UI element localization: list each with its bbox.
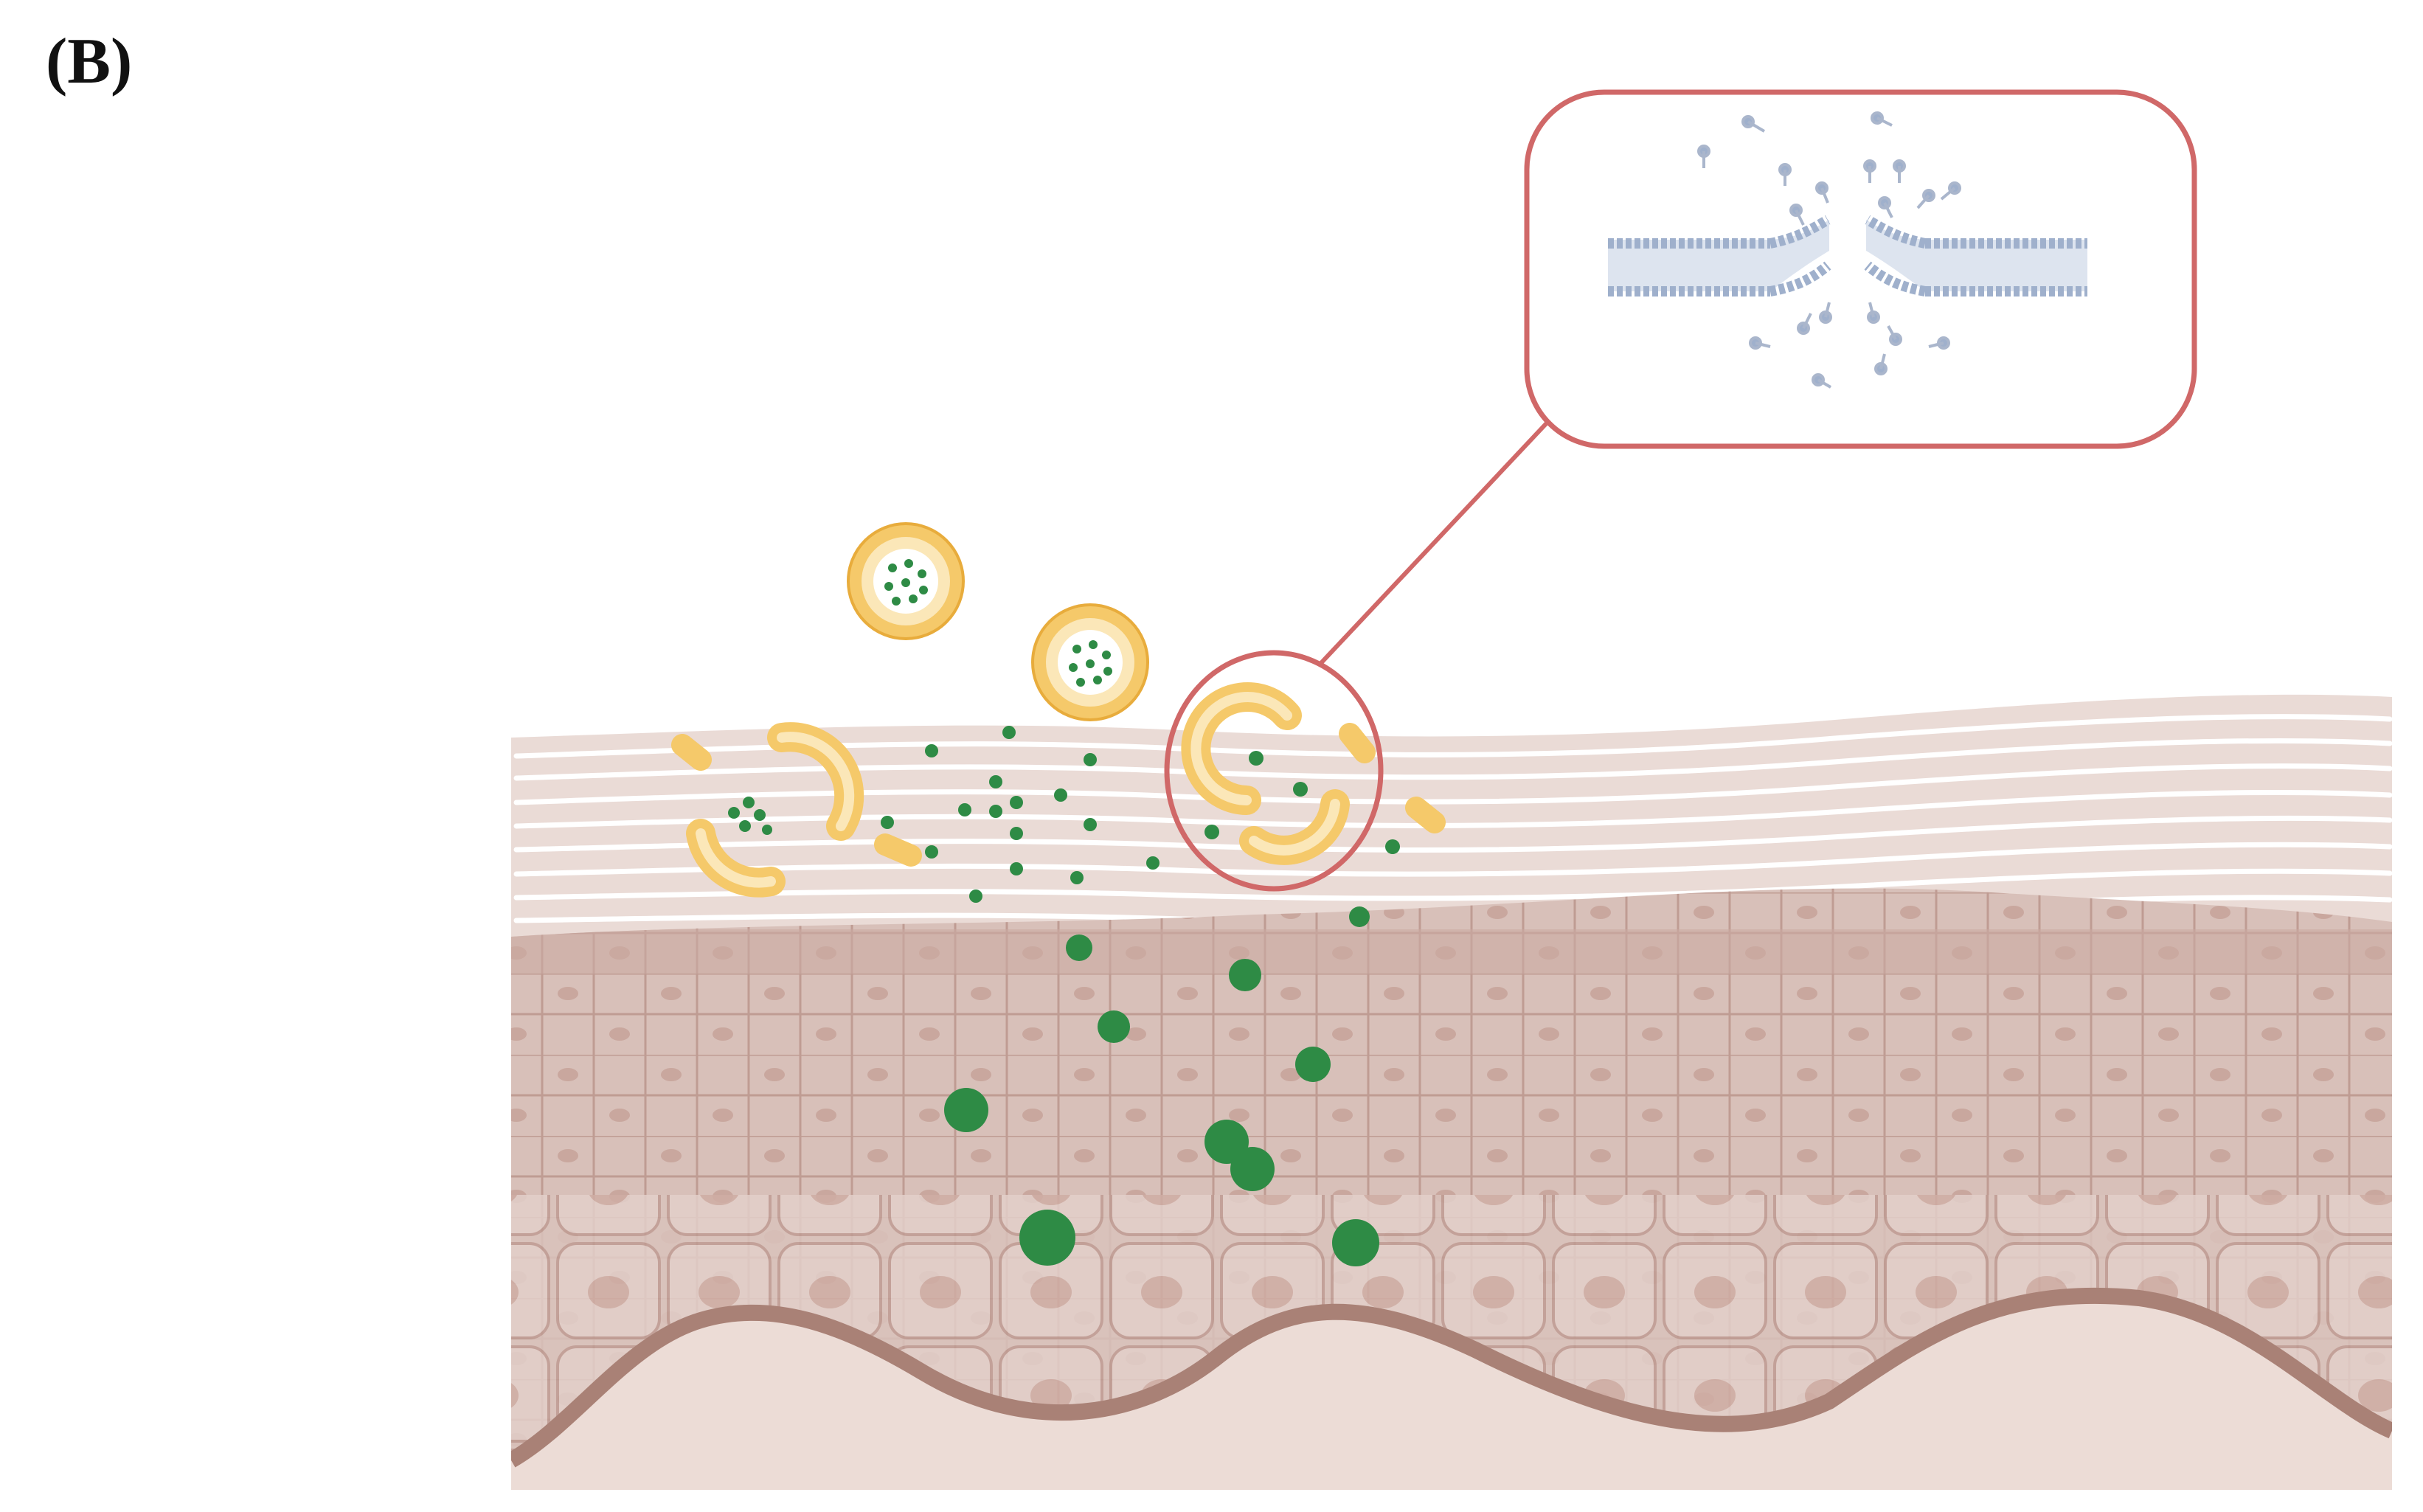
- callout-connector: [1318, 415, 1555, 666]
- ruptured-liposome-icon: [671, 722, 922, 898]
- drug-particle-icon: [1098, 1010, 1130, 1043]
- drug-particle-icon: [944, 1088, 988, 1132]
- drug-particle-icon: [881, 816, 894, 829]
- drug-particle-icon: [1084, 818, 1097, 831]
- drug-particle-icon: [1204, 825, 1219, 839]
- drug-particle-icon: [989, 775, 1002, 788]
- drug-particle-icon: [1146, 856, 1159, 870]
- drug-particle-icon: [1385, 839, 1400, 854]
- drug-particle-icon: [1054, 788, 1067, 802]
- drug-particle-icon: [1249, 751, 1264, 766]
- drug-particle-icon: [1332, 1219, 1379, 1266]
- drug-particle-icon: [925, 845, 938, 859]
- skin-layers: [511, 694, 2392, 1490]
- drug-particle-icon: [925, 744, 938, 757]
- liposome-icon: [1031, 603, 1149, 721]
- drug-particle-icon: [1349, 906, 1370, 927]
- zoom-box: [1524, 89, 2197, 449]
- drug-particle-icon: [969, 889, 982, 903]
- drug-particle-icon: [1084, 753, 1097, 766]
- drug-particle-icon: [1230, 1147, 1275, 1191]
- drug-particles: [881, 726, 1400, 1266]
- drug-particle-icon: [1019, 1210, 1075, 1266]
- drug-particle-icon: [1066, 934, 1092, 961]
- lipid-bilayer-icon: [1608, 111, 2087, 389]
- drug-particle-icon: [1295, 1047, 1331, 1082]
- panel-label: (B): [46, 26, 133, 97]
- drug-particle-icon: [958, 803, 971, 816]
- basement-membrane: [511, 1287, 2392, 1468]
- callout: [1164, 89, 2197, 892]
- drug-particle-icon: [1010, 862, 1023, 875]
- drug-particle-icon: [1010, 796, 1023, 809]
- drug-particle-icon: [1293, 782, 1308, 797]
- liposome-icon: [847, 522, 965, 640]
- rupture-highlight-circle: [1164, 650, 1384, 892]
- drug-particle-icon: [1229, 959, 1261, 991]
- drug-particle-icon: [1070, 871, 1084, 884]
- ruptured-liposome-icon: [1181, 682, 1446, 865]
- drug-particle-icon: [1010, 827, 1023, 840]
- drug-particle-icon: [989, 805, 1002, 818]
- drug-particle-icon: [1002, 726, 1016, 739]
